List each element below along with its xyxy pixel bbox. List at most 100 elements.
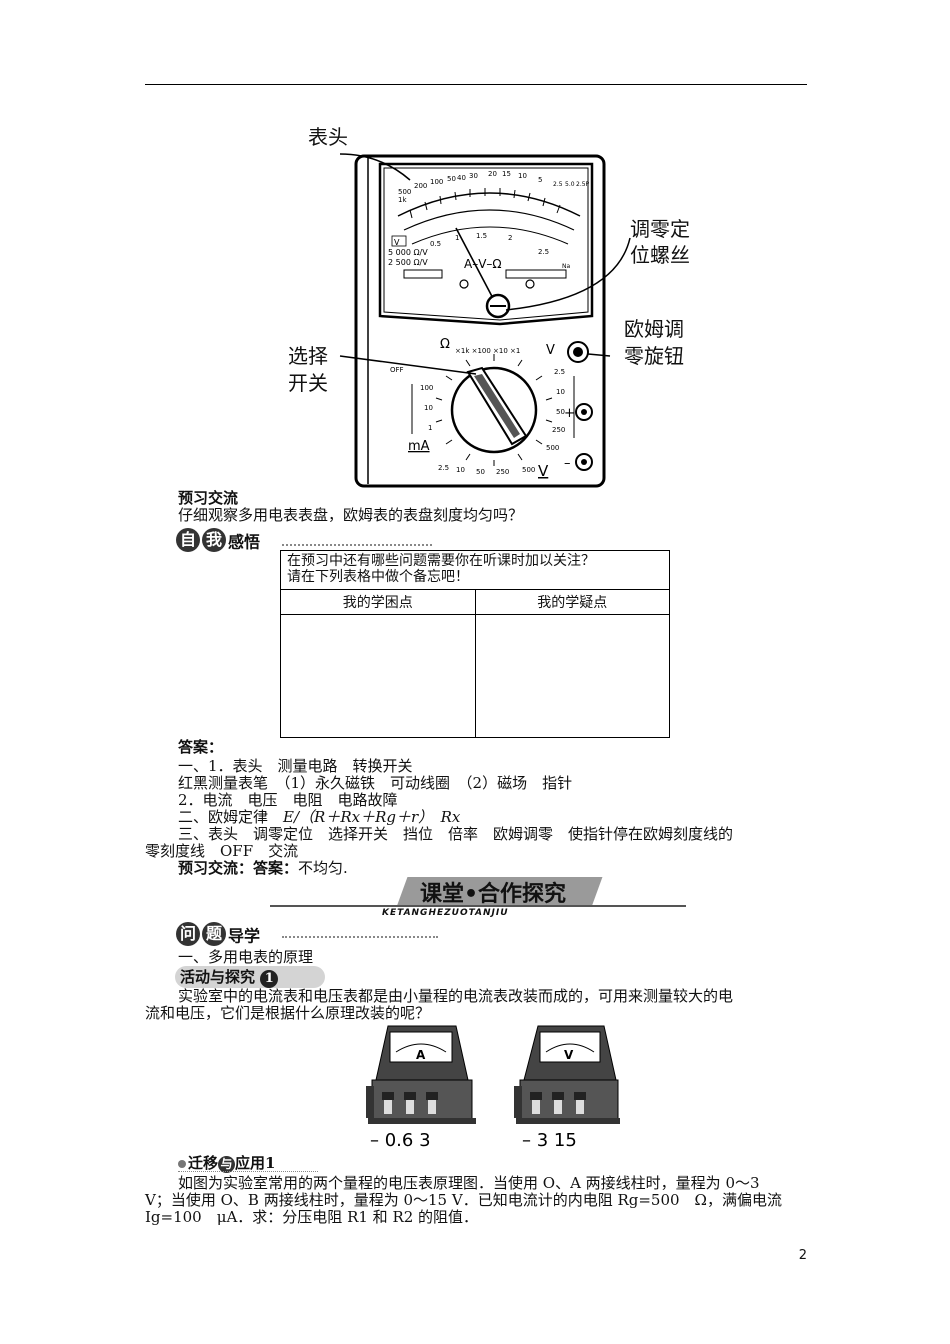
bottom-range-2.5: 2.5 xyxy=(438,464,449,472)
v-box-label: V xyxy=(394,238,400,247)
label-selector-2: 开关 xyxy=(288,371,328,395)
label-zero-screw-1: 调零定 xyxy=(630,217,690,241)
application-text-3: Ig=100 μA．求：分压电阻 R1 和 R2 的阻值． xyxy=(145,1208,479,1226)
activity-text-1: 实验室中的电流表和电压表都是由小量程的电流表改装而成的，可用来测量较大的电 xyxy=(178,987,734,1005)
page-number: 2 xyxy=(798,1248,807,1263)
dcv-range-500: 500 xyxy=(546,444,559,452)
voltmeter-letter: V xyxy=(564,1048,574,1062)
spec-2500: 2 500 Ω/V xyxy=(388,258,428,267)
bottom-range-250: 250 xyxy=(496,468,509,476)
spec-5000: 5 000 Ω/V xyxy=(388,248,428,257)
activity-label: 活动与探究 1 xyxy=(180,969,279,988)
voltmeter: V xyxy=(514,1025,620,1124)
meters-figure: A V – 0.6 3 – 3 15 xyxy=(366,1025,620,1150)
application-text-1: 如图为实验室常用的两个量程的电压表原理图．当使用 O、A 两接线柱时，量程为 0… xyxy=(178,1174,760,1192)
panel-ohm-ranges: ×1k ×100 ×10 ×1 xyxy=(455,347,520,355)
answer-line-3: 2．电流 电压 电阻 电路故障 xyxy=(178,791,398,809)
voltmeter-terminals: – 3 15 xyxy=(522,1130,577,1150)
problem-char-1: 问 xyxy=(176,922,200,946)
ohm-tick-20: 20 xyxy=(488,170,497,178)
na-mark: Na xyxy=(562,263,570,270)
panel-ohm-symbol: Ω xyxy=(440,337,450,352)
bottom-range-10: 10 xyxy=(456,466,465,474)
answer-line-5: 三、表头 调零定位 选择开关 挡位 倍率 欧姆调零 使指针停在欧姆刻度线的 xyxy=(178,825,734,843)
ohm-tick-15: 15 xyxy=(502,170,511,178)
ohm-tick-1k: 1k xyxy=(398,196,407,204)
plus-terminal-sign: + xyxy=(564,406,575,421)
ammeter: A xyxy=(366,1025,476,1124)
problem-char-2: 题 xyxy=(202,922,226,946)
dcv-range-250: 250 xyxy=(552,426,565,434)
bottom-range-50: 50 xyxy=(476,468,485,476)
answer-line-4: 二、欧姆定律 E/（R＋Rx＋Rg＋r） Rx xyxy=(178,808,461,826)
problem-guide-rest: 导学 xyxy=(228,926,261,946)
memo-col-difficulties: 我的学困点 xyxy=(280,589,476,615)
panel-v-label: V xyxy=(538,462,549,480)
ohm-tick-2.5p: 2.5P xyxy=(576,181,590,188)
dcv-range-10: 10 xyxy=(556,388,565,396)
answer-formula: E/（R＋Rx＋Rg＋r） Rx xyxy=(283,808,461,826)
label-ohm-knob-2: 零旋钮 xyxy=(624,344,684,368)
ohm-tick-200: 200 xyxy=(414,182,427,190)
answer-line-7: 预习交流：答案：不均匀. xyxy=(178,859,348,877)
memo-cell-doubts[interactable] xyxy=(474,614,670,738)
self-reflection-rest: 感悟 xyxy=(228,532,261,552)
v-tick-0.5: 0.5 xyxy=(430,240,441,248)
memo-prompt-2: 请在下列表格中做个备忘吧！ xyxy=(287,569,469,585)
dcv-range-50: 50 xyxy=(556,408,565,416)
section-banner-pinyin: KETANGHEZUOTANJIU xyxy=(382,908,509,918)
panel-v-tilde: V xyxy=(546,343,555,358)
ma-range-10: 10 xyxy=(424,404,433,412)
self-char: 自 xyxy=(176,528,200,552)
dotted-line xyxy=(282,544,432,546)
panel-off: OFF xyxy=(390,366,404,374)
label-ohm-knob-1: 欧姆调 xyxy=(624,317,684,341)
dcv-range-2.5: 2.5 xyxy=(554,368,565,376)
ohm-tick-5.0: 5.0 xyxy=(565,181,575,188)
me-char: 我 xyxy=(202,528,226,552)
dotted-line-2 xyxy=(282,936,438,938)
answers-heading: 答案： xyxy=(178,738,224,756)
memo-table: 在预习中还有哪些问题需要你在听课时加以关注？ 请在下列表格中做个备忘吧！ 我的学… xyxy=(280,550,670,738)
ohm-tick-500: 500 xyxy=(398,188,411,196)
application-text-2: V；当使用 O、B 两接线柱时，量程为 0～15 V．已知电流计的内电阻 Rg=… xyxy=(145,1191,782,1209)
label-selector-1: 选择 xyxy=(288,344,328,368)
preview-question: 仔细观察多用电表表盘，欧姆表的表盘刻度均匀吗？ xyxy=(178,506,524,524)
dotted-line-3 xyxy=(178,1171,318,1172)
problem-guide-heading: 问题导学 xyxy=(176,922,260,947)
ma-range-1: 1 xyxy=(428,424,432,432)
meter-mark: A–V–Ω xyxy=(464,257,502,271)
v-tick-2: 2 xyxy=(508,234,512,242)
v-tick-1: 1 xyxy=(455,234,459,242)
memo-prompt-1: 在预习中还有哪些问题需要你在听课时加以关注？ xyxy=(287,553,595,569)
minus-terminal-sign: – xyxy=(564,456,571,471)
ohm-tick-2.5: 2.5 xyxy=(553,181,563,188)
activity-number: 1 xyxy=(260,970,279,988)
self-reflection-heading: 自我感悟 xyxy=(176,528,260,553)
problem-guide-subheading: 一、多用电表的原理 xyxy=(178,948,314,966)
answer-line-6: 零刻度线 OFF 交流 xyxy=(145,842,299,860)
ohm-tick-50: 50 xyxy=(447,175,456,183)
application-label: 迁移与应用1 xyxy=(178,1155,275,1173)
header-rule xyxy=(145,84,807,85)
v-tick-1.5: 1.5 xyxy=(476,232,487,240)
answer-line-2: 红黑测量表笔 （1）永久磁铁 可动线圈 （2）磁场 指针 xyxy=(178,774,573,792)
panel-ma-label: mA xyxy=(408,439,430,454)
activity-text-2: 流和电压，它们是根据什么原理改装的呢？ xyxy=(145,1004,431,1022)
ohm-tick-40: 40 xyxy=(457,174,466,182)
memo-col-doubts: 我的学疑点 xyxy=(474,589,670,615)
ohm-tick-5: 5 xyxy=(538,176,542,184)
answer-line-1: 一、1．表头 测量电路 转换开关 xyxy=(178,757,413,775)
label-meter-head: 表头 xyxy=(308,125,348,149)
ammeter-letter: A xyxy=(416,1048,426,1062)
ohm-tick-100: 100 xyxy=(430,178,443,186)
banner-rule xyxy=(270,905,686,907)
bottom-range-500: 500 xyxy=(522,466,535,474)
section-banner-title: 课堂•合作探究 xyxy=(420,882,567,907)
multimeter-figure: 500 1k 200 100 50 40 30 20 15 10 5 2.5 5… xyxy=(339,153,631,488)
application-char: 与 xyxy=(218,1156,236,1173)
memo-cell-difficulties[interactable] xyxy=(280,614,476,738)
label-zero-screw-2: 位螺丝 xyxy=(630,243,690,267)
ohm-tick-30: 30 xyxy=(469,172,478,180)
ma-range-100: 100 xyxy=(420,384,433,392)
